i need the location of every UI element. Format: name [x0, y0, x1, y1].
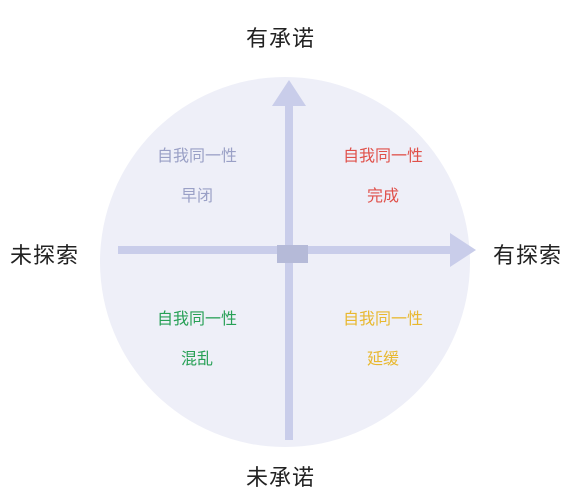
quadrant-moratorium: 自我同一性 延缓	[313, 309, 453, 369]
quadrant-status: 完成	[366, 186, 399, 205]
quadrant-status: 延缓	[366, 349, 399, 368]
axis-label-left: 未探索	[10, 244, 80, 269]
axis-label-bottom: 未承诺	[246, 466, 316, 491]
quadrant-title: 自我同一性	[156, 146, 237, 165]
vertical-axis-line	[285, 100, 293, 440]
quadrant-title: 自我同一性	[342, 146, 423, 165]
axis-label-top: 有承诺	[246, 27, 316, 52]
quadrant-foreclosure: 自我同一性 早闭	[127, 146, 267, 206]
quadrant-title: 自我同一性	[342, 309, 423, 328]
quadrant-status: 混乱	[180, 349, 213, 368]
axis-label-right: 有探索	[493, 244, 563, 269]
quadrant-title: 自我同一性	[156, 309, 237, 328]
quadrant-achievement: 自我同一性 完成	[313, 146, 453, 206]
quadrant-status: 早闭	[180, 186, 213, 205]
quadrant-diffusion: 自我同一性 混乱	[127, 309, 267, 369]
horizontal-axis-arrowhead	[450, 233, 476, 267]
center-marker	[277, 245, 308, 263]
vertical-axis-arrowhead	[272, 80, 306, 106]
